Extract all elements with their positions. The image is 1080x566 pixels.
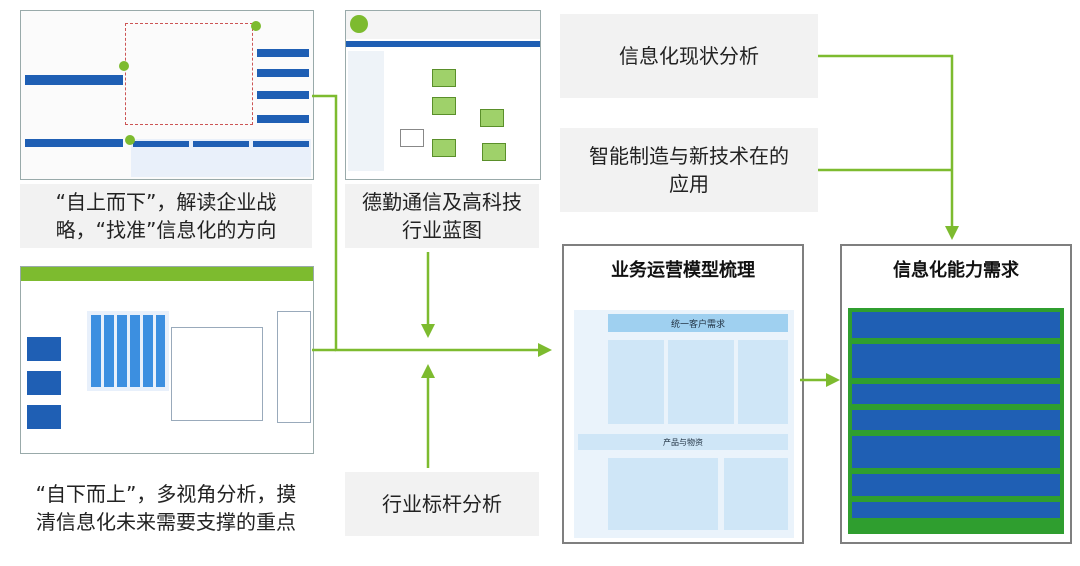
- smart-mfg-box: 智能制造与新技术在的应用: [560, 128, 818, 212]
- analysis-thumbnail: [20, 266, 314, 454]
- bottom-up-text: “自下而上”，多视角分析，摸清信息化未来需要支撑的重点: [35, 482, 297, 534]
- it-status-box: 信息化现状分析: [560, 14, 818, 98]
- blueprint-thumbnail: [345, 10, 541, 180]
- ops-model-title: 业务运营模型梳理: [611, 260, 755, 281]
- capability-title: 信息化能力需求: [893, 260, 1019, 281]
- smart-mfg-text: 智能制造与新技术在的应用: [589, 144, 789, 196]
- step-1-badge: [251, 21, 261, 31]
- ops-model-frame: 业务运营模型梳理 统一客户需求 产品与物资: [562, 244, 804, 544]
- strategy-thumbnail: [20, 10, 314, 180]
- bottom-up-caption: “自下而上”，多视角分析，摸清信息化未来需要支撑的重点: [20, 466, 312, 550]
- unified-demand-bar: 统一客户需求: [608, 314, 788, 332]
- step-2-badge: [119, 61, 129, 71]
- base-label-text: 产品与物资: [663, 437, 703, 447]
- blueprint-text: 德勤通信及高科技行业蓝图: [362, 190, 522, 242]
- it-status-text: 信息化现状分析: [619, 44, 759, 68]
- unified-demand-text: 统一客户需求: [670, 319, 725, 330]
- blueprint-caption: 德勤通信及高科技行业蓝图: [345, 184, 539, 248]
- step-3-badge: [125, 135, 135, 145]
- top-down-text: “自上而下”，解读企业战略，“找准”信息化的方向: [55, 190, 277, 242]
- benchmark-text: 行业标杆分析: [382, 492, 502, 516]
- capability-frame: 信息化能力需求: [840, 244, 1072, 544]
- benchmark-caption: 行业标杆分析: [345, 472, 539, 536]
- top-down-caption: “自上而下”，解读企业战略，“找准”信息化的方向: [20, 184, 312, 248]
